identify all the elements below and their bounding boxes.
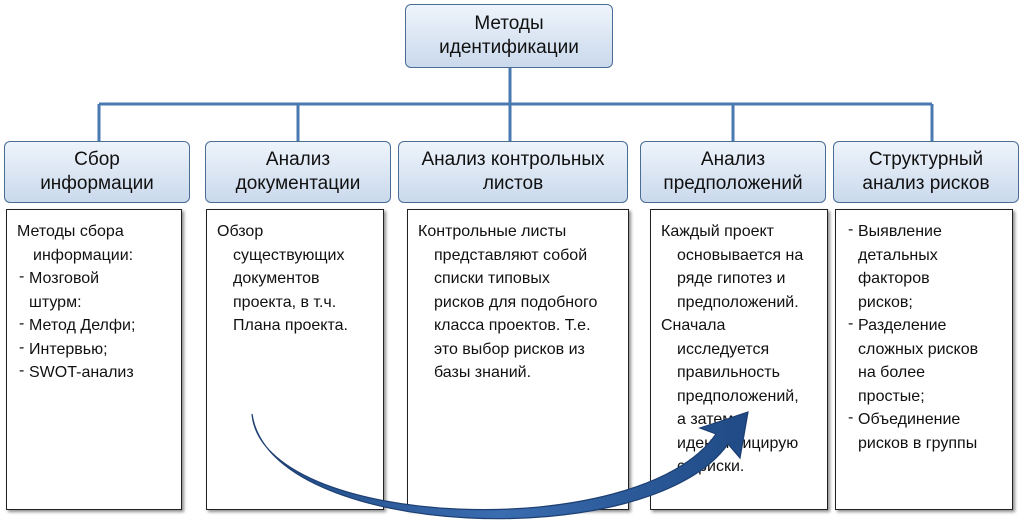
description-checklists: Контрольные листы представляют собой спи…: [407, 209, 629, 510]
description-info-gathering: Методы сбора информации: Мозговой штурм:…: [6, 209, 182, 510]
desc-line: это выбор рисков из: [434, 340, 585, 358]
desc-line: базы знаний.: [434, 364, 532, 381]
description-documentation: Обзор существующих документов проекта, в…: [206, 209, 384, 510]
desc-line: проекта, в т.ч.: [233, 293, 337, 311]
desc-line: ряде гипотез и: [677, 270, 786, 287]
list-item: Объединение рисков в группы: [846, 406, 1004, 455]
category-assumptions: Анализ предположений: [640, 141, 826, 203]
desc-line: исследуется: [677, 340, 770, 358]
desc-line: правильность: [677, 364, 780, 381]
desc-line: представляют собой: [434, 246, 588, 264]
category-checklists: Анализ контрольных листов: [398, 141, 628, 203]
desc-line: информации:: [33, 246, 134, 264]
list-item: Метод Делфи;: [17, 312, 173, 338]
desc-line: ся риски.: [677, 458, 745, 475]
desc-line: списки типовых: [434, 270, 550, 287]
root-line-2: идентификации: [439, 37, 579, 58]
list-item: Выявление детальных факторов рисков;: [846, 218, 1004, 314]
category-title: Анализ документации: [235, 149, 361, 194]
desc-line: Сначала: [661, 317, 726, 334]
desc-line: Обзор: [217, 223, 264, 240]
category-documentation: Анализ документации: [205, 141, 391, 203]
root-line-1: Методы: [474, 13, 544, 34]
desc-line: идентифицирую: [677, 434, 799, 452]
desc-line: Каждый проект: [661, 223, 775, 240]
desc-line: предположений,: [677, 387, 799, 405]
desc-line: документов: [233, 270, 320, 287]
category-title: Анализ контрольных листов: [421, 149, 605, 194]
desc-line: существующих: [233, 246, 345, 264]
desc-line: Методы сбора: [17, 223, 124, 240]
description-structural: Выявление детальных факторов рисков; Раз…: [835, 209, 1013, 510]
category-title: Структурный анализ рисков: [862, 149, 990, 194]
category-title: Сбор информации: [40, 149, 154, 194]
root-node: Методы идентификации: [405, 4, 613, 68]
list-item: Интервью;: [17, 336, 173, 362]
desc-line: Контрольные листы: [418, 223, 567, 240]
category-info-gathering: Сбор информации: [4, 141, 190, 203]
desc-line: предположений.: [677, 293, 799, 311]
list-item: Мозговой: [17, 265, 173, 291]
category-structural: Структурный анализ рисков: [833, 141, 1019, 203]
desc-line: основывается на: [677, 246, 804, 264]
desc-line: рисков для подобного: [434, 293, 598, 311]
list-item-cont: штурм:: [29, 293, 82, 311]
desc-line: а затем: [677, 411, 734, 428]
category-title: Анализ предположений: [663, 149, 803, 194]
description-assumptions: Каждый проект основывается на ряде гипот…: [650, 209, 828, 510]
desc-line: класса проектов. Т.е.: [434, 317, 591, 334]
list-item: SWOT-анализ: [17, 359, 173, 385]
desc-line: Плана проекта.: [233, 317, 348, 334]
list-item: Разделение сложных рисков на более прост…: [846, 312, 1004, 408]
